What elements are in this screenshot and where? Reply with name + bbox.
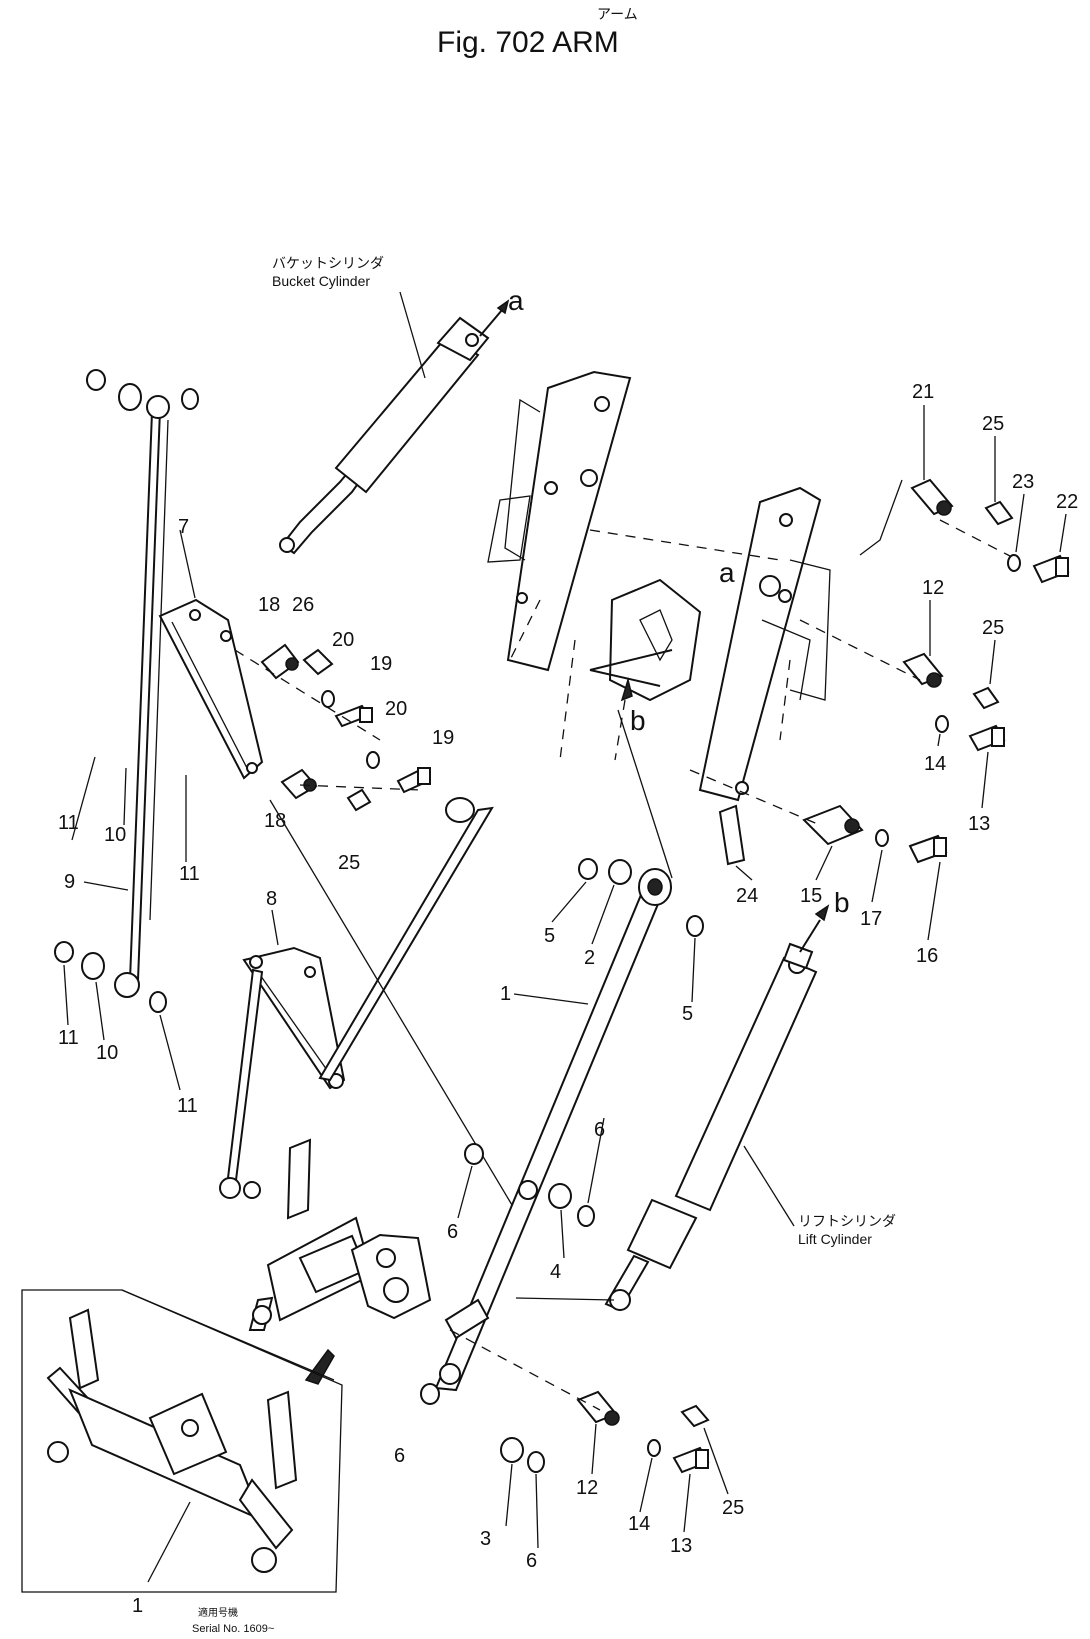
lift-cylinder: [604, 904, 830, 1312]
label-26: 26: [292, 594, 314, 616]
figure-title-jp: アーム: [597, 6, 638, 22]
bucket-cylinder-label-jp: バケットシリンダ: [272, 255, 384, 271]
label-6-a: 6: [594, 1119, 605, 1141]
arm-bushings: [420, 858, 704, 1473]
serial-variant-inset: [21, 1289, 343, 1593]
arm-frame-part-1: [248, 868, 672, 1392]
label-1-inset: 1: [132, 1595, 143, 1617]
label-20-upper: 20: [332, 629, 354, 651]
label-19-upper: 19: [370, 653, 392, 675]
label-25-top: 25: [982, 413, 1004, 435]
label-21: 21: [912, 381, 934, 403]
label-16: 16: [916, 945, 938, 967]
label-6-d: 6: [526, 1550, 537, 1572]
bucket-cylinder-label: Bucket Cylinder: [272, 273, 370, 289]
pin-assembly-lower: [449, 1329, 710, 1474]
label-11-b: 11: [179, 863, 200, 885]
label-12-upper: 12: [922, 577, 944, 599]
label-14-upper: 14: [924, 753, 946, 775]
label-8: 8: [266, 888, 277, 910]
pin-assembly-upper: [234, 643, 431, 812]
label-22: 22: [1056, 491, 1078, 513]
ref-b-mid: b: [630, 705, 646, 736]
label-20-lower: 20: [385, 698, 407, 720]
label-7: 7: [178, 516, 189, 538]
label-18-upper: 18: [258, 594, 280, 616]
label-25-right: 25: [982, 617, 1004, 639]
label-19-lower: 19: [432, 727, 454, 749]
label-15: 15: [800, 885, 822, 907]
label-12-lower: 12: [576, 1477, 598, 1499]
figure-title: Fig. 702 ARM: [437, 26, 619, 59]
serial-label-jp: 適用号機: [198, 1606, 238, 1619]
link-rod-part-9: [54, 369, 199, 1013]
bell-crank-part-7: [158, 598, 264, 780]
upper-mount-frame: [487, 370, 831, 802]
label-13-lower: 13: [670, 1535, 692, 1557]
label-17: 17: [860, 908, 882, 930]
serial-label: Serial No. 1609~: [192, 1623, 274, 1635]
label-11-a: 11: [58, 812, 79, 834]
lift-cylinder-label: Lift Cylinder: [798, 1231, 872, 1247]
label-25-mid: 25: [338, 852, 360, 874]
bucket-cylinder: [279, 299, 510, 555]
ref-a-mid: a: [719, 557, 735, 588]
label-14-lower: 14: [628, 1513, 650, 1535]
label-11-d: 11: [177, 1095, 198, 1117]
label-24: 24: [736, 885, 758, 907]
label-10-a: 10: [104, 824, 126, 846]
label-13-upper: 13: [968, 813, 990, 835]
label-6-b: 6: [447, 1221, 458, 1243]
ref-a-upper: a: [508, 285, 524, 316]
ref-b-lower: b: [834, 887, 850, 918]
pin-assembly-right-upper: [689, 478, 1070, 866]
bell-crank-part-8: [219, 797, 494, 1199]
label-5-b: 5: [682, 1003, 693, 1025]
label-5-a: 5: [544, 925, 555, 947]
label-4: 4: [550, 1261, 561, 1283]
label-18-lower: 18: [264, 810, 286, 832]
label-25-lower: 25: [722, 1497, 744, 1519]
label-6-c: 6: [394, 1445, 405, 1467]
label-1-main: 1: [500, 983, 511, 1005]
label-23: 23: [1012, 471, 1034, 493]
label-11-c: 11: [58, 1027, 79, 1049]
label-3: 3: [480, 1528, 491, 1550]
label-10-b: 10: [96, 1042, 118, 1064]
label-9: 9: [64, 871, 75, 893]
label-2: 2: [584, 947, 595, 969]
lift-cylinder-label-jp: リフトシリンダ: [798, 1213, 896, 1229]
